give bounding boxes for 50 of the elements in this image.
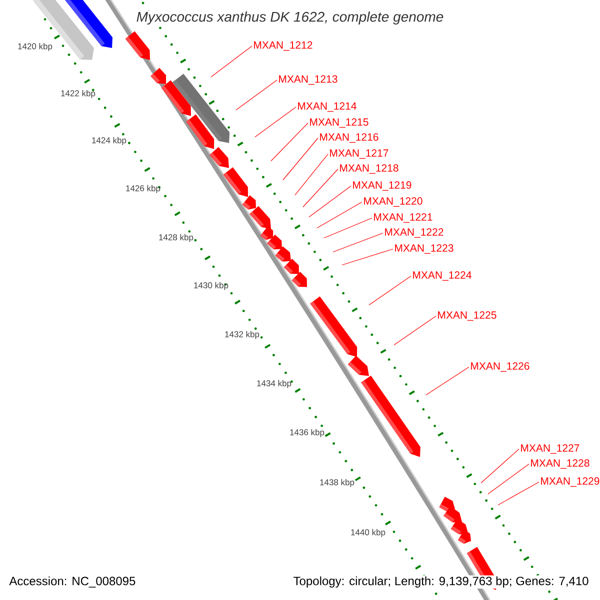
- gene-label: MXAN_1223: [395, 244, 454, 254]
- summary-text: Topology: circular; Length: 9,139,763 bp; Genes: 7,410: [292, 575, 590, 589]
- leader-line: [316, 202, 362, 228]
- gene-label: MXAN_1218: [340, 164, 398, 174]
- scale-label: 1428 kbp: [159, 234, 194, 242]
- scale-label: 1434 kbp: [257, 380, 292, 388]
- gene-label: MXAN_1212: [254, 41, 312, 51]
- gene-label: MXAN_1225: [438, 311, 496, 321]
- scale-label: 1432 kbp: [225, 331, 260, 339]
- scale-label: 1430 kbp: [194, 282, 228, 290]
- leader-line: [324, 218, 372, 238]
- leader-line: [394, 316, 436, 346]
- leader-line: [498, 482, 540, 506]
- leader-line: [294, 154, 328, 196]
- gene-label: MXAN_1222: [385, 228, 444, 238]
- gene-label: MXAN_1215: [310, 118, 368, 128]
- leader-line: [342, 248, 394, 266]
- gene-label: MXAN_1213: [279, 75, 338, 85]
- scale-label: 1422 kbp: [61, 90, 96, 98]
- leader-line: [426, 366, 470, 396]
- leader-line: [308, 186, 352, 218]
- accession-text: Accession: NC_008095: [9, 576, 136, 588]
- leader-line: [488, 464, 530, 494]
- gene-label: MXAN_1219: [353, 181, 412, 191]
- gene-label: MXAN_1228: [531, 459, 590, 469]
- gene-label: MXAN_1221: [374, 213, 432, 223]
- leader-line: [236, 80, 278, 110]
- leader-line: [302, 168, 338, 208]
- leader-line: [282, 138, 318, 180]
- scale-label: 1424 kbp: [92, 137, 126, 145]
- gene-label: MXAN_1220: [364, 197, 422, 207]
- gene-label: MXAN_1227: [521, 444, 580, 454]
- scale-label: 1438 kbp: [320, 479, 354, 487]
- gene-label: MXAN_1216: [320, 133, 378, 143]
- leader-line: [270, 122, 308, 162]
- scale-label: 1420 kbp: [18, 43, 52, 51]
- leader-line: [254, 106, 296, 138]
- leader-line: [368, 276, 412, 306]
- scale-label: 1440 kbp: [351, 529, 386, 537]
- scale-label: 1426 kbp: [126, 185, 160, 193]
- gene-label: MXAN_1229: [541, 477, 600, 487]
- scale-label: 1436 kbp: [290, 429, 324, 437]
- leader-line: [210, 46, 252, 78]
- leader-line: [480, 448, 520, 484]
- leader-line: [332, 232, 384, 252]
- title: Myxococcus xanthus DK 1622, complete genome: [135, 10, 445, 26]
- gene-label: MXAN_1224: [413, 271, 472, 281]
- gene-label: MXAN_1217: [330, 149, 388, 159]
- gene-label: MXAN_1214: [298, 102, 356, 112]
- gene-label: MXAN_1226: [471, 362, 530, 372]
